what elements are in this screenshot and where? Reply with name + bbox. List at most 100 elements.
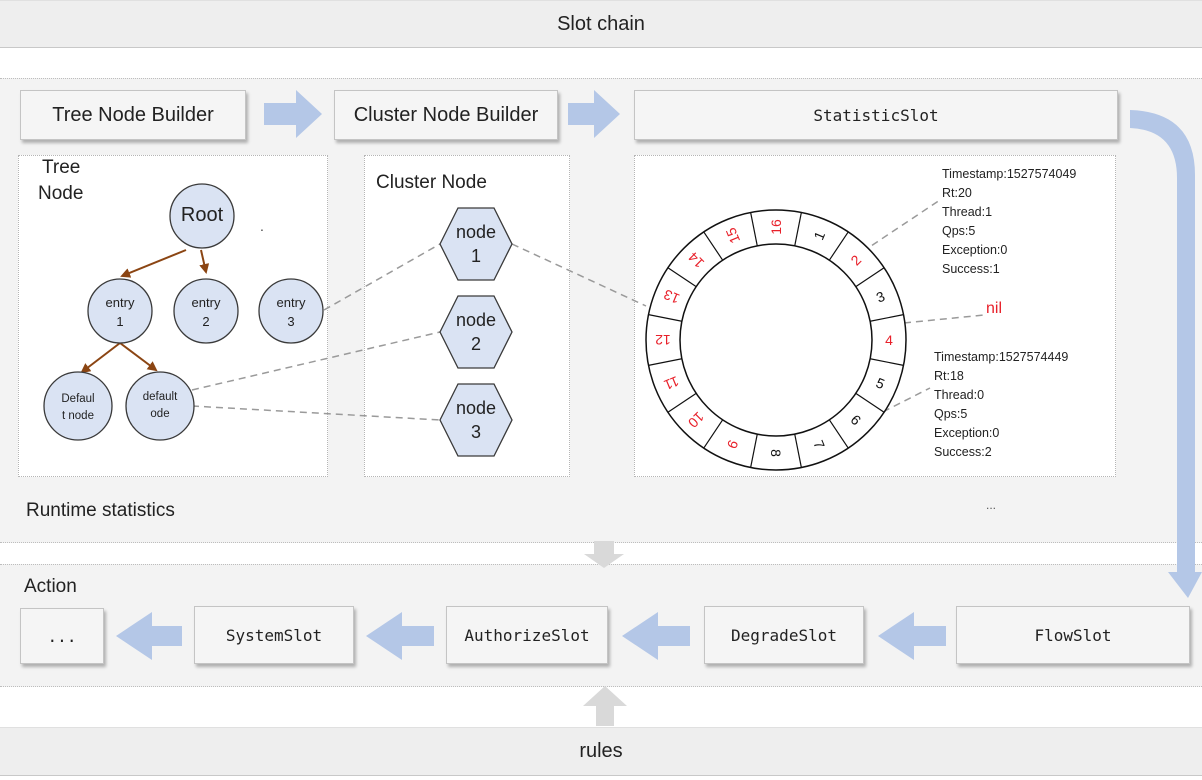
action-title: Action [24,576,77,597]
arrow-runtime-to-action [584,541,624,568]
stats-top-exception: Exception:0 [942,243,1008,257]
ring-divider [828,419,849,449]
ring-divider [703,231,724,261]
stats-bottom-qps: Qps:5 [934,407,968,421]
ring-divider [794,212,802,246]
stats-bottom-exception: Exception:0 [934,426,1000,440]
entry1-label-line2: 1 [116,314,124,329]
flow-slot-label: FlowSlot [1034,625,1112,645]
entry2-label-line1: entry [191,295,221,310]
slot-chain-title: Slot chain [557,12,645,35]
default-node-a-line2: t node [62,410,94,422]
dashed-entry3-node1 [323,243,441,311]
stats-bottom-thread: Thread:0 [934,388,985,402]
root-label: Root [180,204,224,226]
system-slot-label: SystemSlot [225,625,323,645]
cluster-node-3-line1: node [455,398,497,418]
entry2-label-line2: 2 [202,314,210,329]
ring-segment-label: 4 [885,332,893,348]
authorize-slot-label: AuthorizeSlot [464,625,590,645]
ring-divider [750,212,758,246]
ring-divider [667,267,697,288]
dashed-node1-ring [511,243,647,307]
entry3-node [258,278,324,344]
tree-node-title-line1: Tree [42,157,81,178]
ring-segment-label: 8 [768,449,784,457]
default-node-a [43,371,113,441]
stats-top-qps: Qps:5 [942,224,976,238]
entry3-label-line2: 3 [287,314,295,329]
slot-chain-header: Slot chain [0,0,1202,48]
cluster-node-2-label: node 2 [446,308,506,356]
cluster-node-3-label: node 3 [446,396,506,444]
cluster-node-1-line2: 1 [470,246,481,266]
ring-segment-label: 13 [661,286,682,307]
arrow-rules-to-action [583,686,627,726]
ring-divider [870,358,904,366]
statistic-slot-box: StatisticSlot [634,90,1118,140]
default-node-b [125,371,195,441]
stats-top-block: Timestamp:1527574049 Rt:20 Thread:1 Qps:… [942,165,1076,279]
stats-top-timestamp: Timestamp:1527574049 [942,167,1077,181]
cluster-node-3-line2: 3 [470,422,481,442]
rules-title: rules [579,740,623,762]
tree-edge-root-entry2 [199,249,210,274]
arrow-system-to-ellipsis [116,612,182,660]
arrow-flow-to-degrade [878,612,946,660]
arrow-authorize-to-system [366,612,434,660]
ring-divider [750,434,758,468]
ring-segment-label: 12 [655,332,671,348]
arrow-degrade-to-authorize [622,612,690,660]
degrade-slot-box: DegradeSlot [704,606,864,664]
ring-segment-label: 11 [662,373,682,393]
ring-divider [828,231,849,261]
authorize-slot-box: AuthorizeSlot [446,606,608,664]
dashed-defaultB-node2 [191,331,441,391]
stats-bottom-block: Timestamp:1527574449 Rt:18 Thread:0 Qps:… [934,348,1068,462]
cluster-node-1-label: node 1 [446,220,506,268]
ring-divider [855,392,885,413]
entry2-label: entry 2 [174,293,238,331]
tree-node-title-line2: Node [38,183,84,204]
cluster-node-2-hex [439,295,513,369]
ring-divider [794,434,802,468]
stats-top-success: Success:1 [942,262,1000,276]
stats-bottom-timestamp: Timestamp:1527574449 [934,350,1069,364]
cluster-node-1-line1: node [455,222,497,242]
entry3-label-line1: entry [276,295,306,310]
dashed-defaultB-node3 [191,405,441,421]
tree-node-builder-label: Tree Node Builder [52,103,214,126]
cluster-node-builder-label: Cluster Node Builder [353,103,539,126]
statistic-slot-label: StatisticSlot [813,105,939,125]
tree-edge-root-entry1 [120,249,187,278]
cluster-node-2-line2: 2 [470,334,481,354]
ring-divider [870,314,904,322]
cluster-node-2-line1: node [455,310,497,330]
ring-segment-label: 16 [768,219,784,235]
entry1-label-line1: entry [105,295,135,310]
arrow-cluster-to-statistic [568,90,620,138]
tree-edge-entry1-defaultB [119,342,158,372]
dashed-ring-top-stats [861,199,941,253]
default-node-b-label: default ode [128,389,192,423]
cluster-node-3-hex [439,383,513,457]
cluster-node-builder-box: Cluster Node Builder [334,90,558,140]
arrow-tree-to-cluster [264,90,322,138]
rules-footer: rules [0,727,1202,776]
stats-top-thread: Thread:1 [942,205,993,219]
default-node-b-line2: ode [150,408,170,420]
action-ellipsis-label: ... [47,626,77,646]
ring-divider [667,392,697,413]
system-slot-box: SystemSlot [194,606,354,664]
stats-bottom-rt: Rt:18 [934,369,964,383]
root-node [169,183,235,249]
ring-divider [648,358,682,366]
runtime-statistics-label: Runtime statistics [26,500,175,521]
ring-divider [703,419,724,449]
default-node-a-line1: Defaul [61,393,95,405]
default-node-b-line1: default [142,391,178,403]
entry2-node [173,278,239,344]
ring-segment-label: 15 [722,225,743,246]
